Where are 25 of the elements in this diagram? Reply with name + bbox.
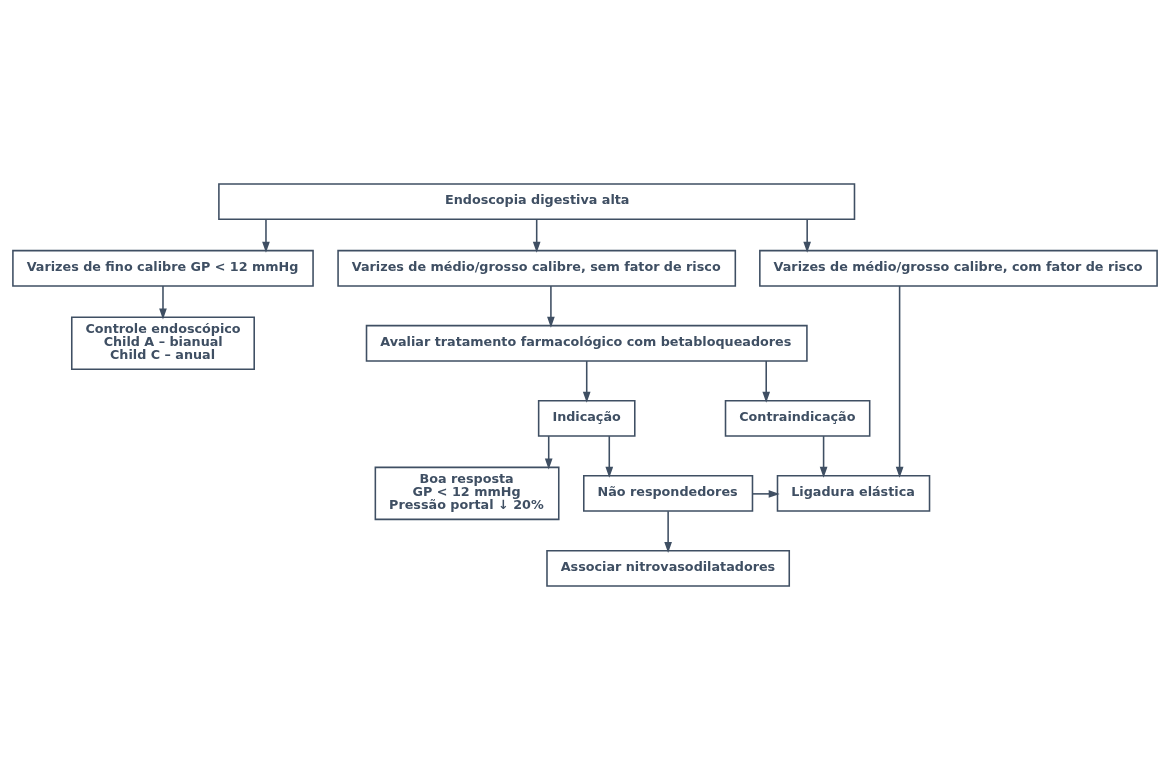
node-box: Não respondedores bbox=[583, 474, 754, 512]
arrow bbox=[664, 510, 672, 553]
arrow bbox=[751, 490, 780, 498]
node-box: Varizes de médio/grosso calibre, sem fator de risco bbox=[337, 249, 737, 287]
arrow bbox=[895, 285, 904, 478]
node-box: Boa resposta GP < 12 mmHg Pressão portal ↓ 20% bbox=[374, 466, 560, 521]
node-box: Associar nitrovasodilatadores bbox=[546, 550, 791, 587]
arrow bbox=[532, 218, 541, 253]
arrow bbox=[819, 435, 828, 478]
node-box: Varizes de médio/grosso calibre, com fator de risco bbox=[759, 249, 1158, 287]
node-box: Contraindicação bbox=[724, 399, 871, 437]
arrow bbox=[547, 285, 555, 328]
node-box: Varizes de fino calibre GP < 12 mmHg bbox=[12, 249, 314, 287]
arrow bbox=[803, 218, 811, 253]
node-box: Ligadura elástica bbox=[776, 474, 931, 512]
node-box: Controle endoscópico Child A – bianual Child C – anual bbox=[70, 316, 255, 371]
arrow bbox=[762, 360, 771, 403]
arrow bbox=[159, 285, 167, 320]
node-box: Endoscopia digestiva alta bbox=[218, 183, 856, 220]
arrow bbox=[544, 435, 553, 470]
node-box: Indicação bbox=[537, 399, 636, 437]
arrow bbox=[582, 360, 591, 403]
node-box: Avaliar tratamento farmacológico com betabloqueadores bbox=[365, 324, 808, 362]
arrow bbox=[605, 435, 614, 478]
arrow bbox=[262, 218, 270, 253]
